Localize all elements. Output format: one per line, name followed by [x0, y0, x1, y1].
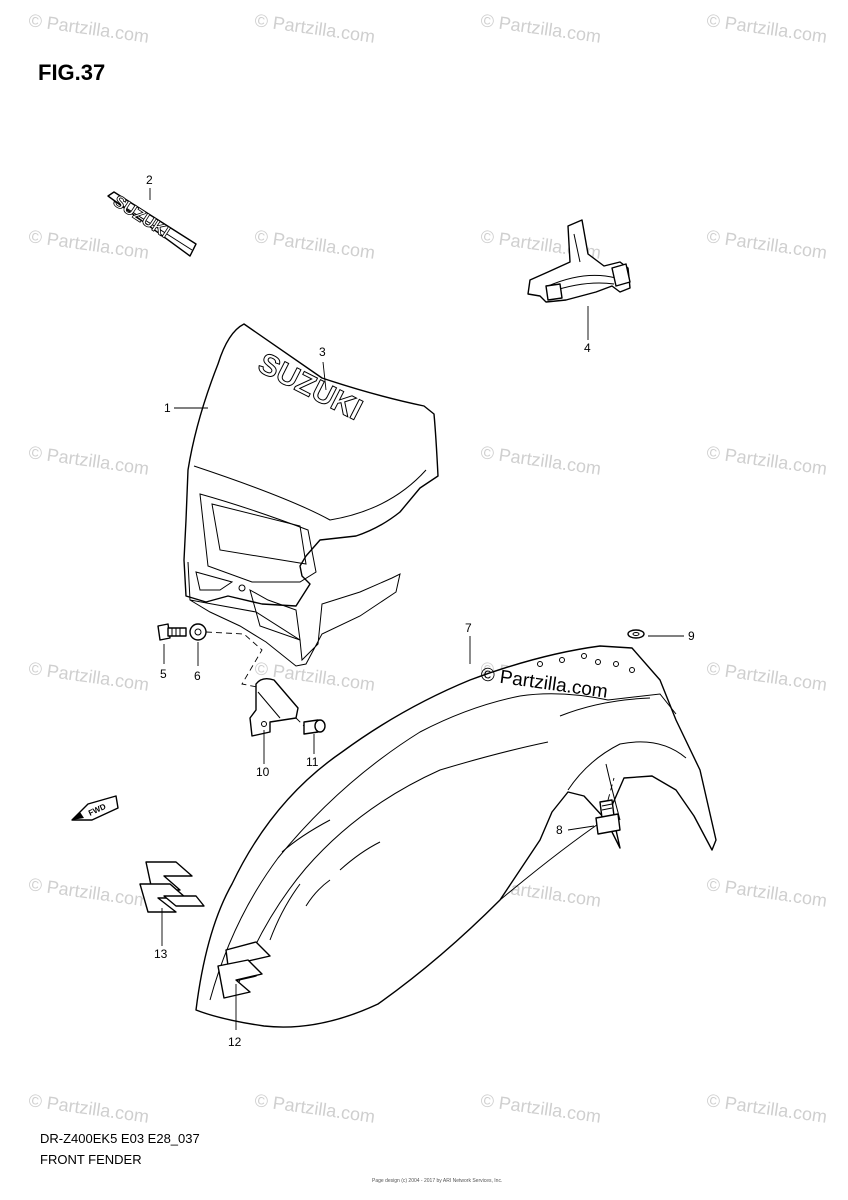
leader-lines — [149, 188, 684, 1030]
watermark-text: © Partzilla.com — [27, 874, 150, 911]
watermark-text: © Partzilla.com — [705, 226, 828, 263]
part-9-washer — [627, 629, 645, 639]
callout-2: 2 — [146, 173, 153, 187]
model-code: DR-Z400EK5 E03 E28_037 — [40, 1131, 200, 1146]
fwd-arrow-icon: FWD — [71, 795, 119, 821]
part-12-decal — [217, 941, 271, 999]
part-7-front-fender — [195, 645, 717, 1028]
part-10-bracket — [249, 677, 299, 737]
emblem-2-text: SUZUKI — [110, 191, 173, 241]
footer-credit: Page design (c) 2004 - 2017 by ARI Netwo… — [372, 1178, 502, 1184]
watermark-text: © Partzilla.com — [705, 658, 828, 695]
watermark-text: © Partzilla.com — [253, 1090, 376, 1127]
part-13-decal — [139, 861, 205, 913]
callout-7: 7 — [465, 621, 472, 635]
part-5-bolt — [157, 623, 187, 641]
watermark-text: © Partzilla.com — [479, 1090, 602, 1127]
watermark-text: © Partzilla.com — [27, 226, 150, 263]
callout-5: 5 — [160, 667, 167, 681]
callout-1: 1 — [164, 401, 171, 415]
watermark-text: © Partzilla.com — [27, 10, 150, 47]
watermark-text: © Partzilla.com — [479, 10, 602, 47]
watermark-text: © Partzilla.com — [27, 658, 150, 695]
watermark-text: © Partzilla.com — [705, 10, 828, 47]
part-8-bolt — [595, 799, 621, 835]
callout-3: 3 — [319, 345, 326, 359]
callout-8: 8 — [556, 823, 563, 837]
part-4-bracket — [527, 219, 631, 303]
callout-10: 10 — [256, 765, 270, 779]
callout-6: 6 — [194, 669, 201, 683]
part-6-washer — [189, 623, 207, 641]
part-11-bolt — [303, 719, 326, 735]
callouts: 2 1 3 4 5 6 7 8 9 10 11 12 13 — [146, 173, 695, 1049]
watermark-text: © Partzilla.com — [27, 442, 150, 479]
figure-caption: FRONT FENDER — [40, 1152, 142, 1167]
watermark-text: © Partzilla.com — [705, 874, 828, 911]
callout-12: 12 — [228, 1035, 242, 1049]
watermark-text: © Partzilla.com — [705, 442, 828, 479]
callout-9: 9 — [688, 629, 695, 643]
watermark-text: © Partzilla.com — [253, 10, 376, 47]
watermark-text: © Partzilla.com — [253, 226, 376, 263]
callout-4: 4 — [584, 341, 591, 355]
callout-11: 11 — [306, 755, 319, 769]
part-1-number-plate: SUZUKI — [183, 323, 439, 667]
watermark-text: © Partzilla.com — [27, 1090, 150, 1127]
callout-13: 13 — [154, 947, 168, 961]
watermark-text: © Partzilla.com — [705, 1090, 828, 1127]
watermark-text: © Partzilla.com — [479, 442, 602, 479]
figure-title: FIG.37 — [38, 60, 105, 85]
